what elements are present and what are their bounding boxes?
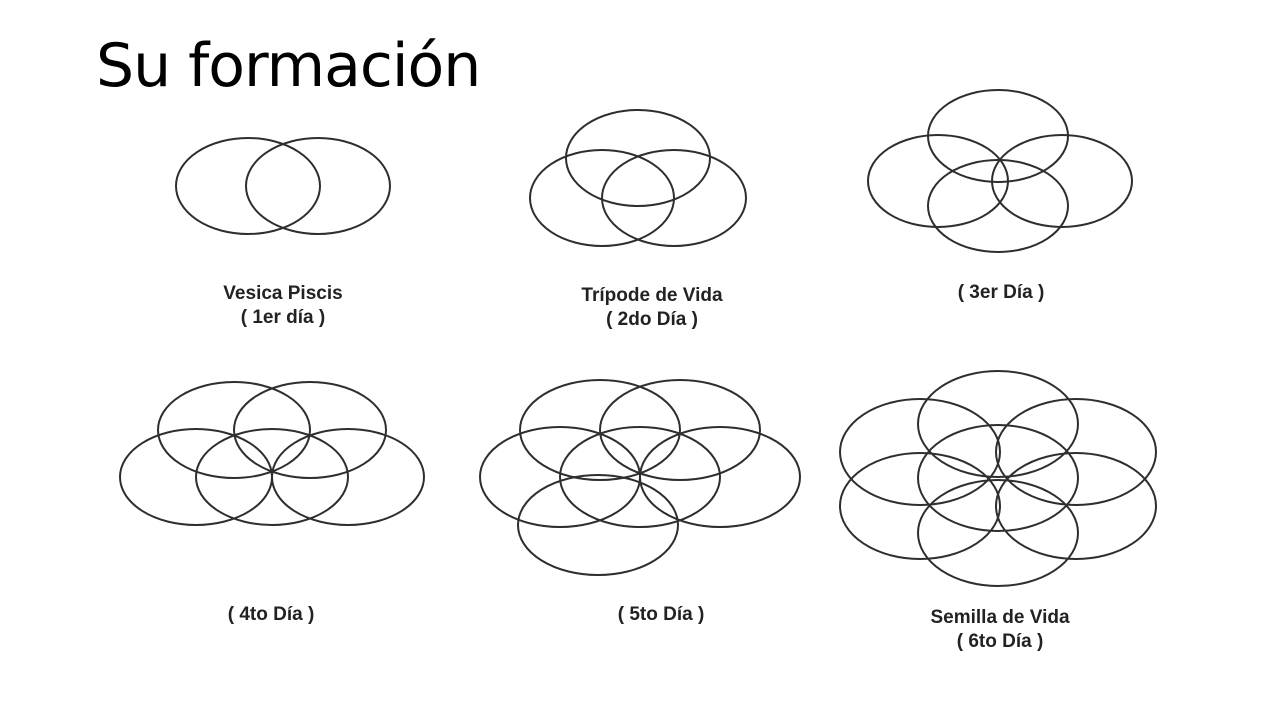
caption-line: ( 3er Día ) (957, 282, 1045, 303)
circle-5 (639, 426, 801, 528)
slide-title: Su formación (96, 31, 481, 101)
circle-4 (559, 426, 721, 528)
circle-5 (839, 452, 1001, 560)
caption-line: Trípode de Vida (581, 285, 723, 306)
circle-2 (245, 137, 391, 235)
caption-dia-4: ( 4to Día ) (228, 603, 315, 627)
caption-line: ( 6to Día ) (956, 631, 1044, 652)
circle-7 (917, 479, 1079, 587)
figure-tripode-de-vida (529, 109, 747, 247)
caption-line: ( 4to Día ) (227, 604, 315, 625)
figure-dia-5 (479, 379, 801, 576)
circle-5 (271, 428, 425, 526)
caption-line: ( 5to Día ) (617, 604, 705, 625)
figure-dia-3 (867, 89, 1133, 253)
circle-1 (917, 370, 1079, 478)
circle-1 (519, 379, 681, 481)
figure-vesica-piscis (175, 137, 391, 235)
circle-3 (995, 398, 1157, 506)
circle-2 (867, 134, 1009, 228)
circle-4 (917, 424, 1079, 532)
circle-6 (995, 452, 1157, 560)
circle-2 (839, 398, 1001, 506)
circle-3 (601, 149, 747, 247)
circle-2 (529, 149, 675, 247)
circle-4 (927, 159, 1069, 253)
circle-2 (599, 379, 761, 481)
caption-dia-5: ( 5to Día ) (618, 603, 705, 627)
caption-semilla-de-vida: Semilla de Vida ( 6to Día ) (930, 606, 1069, 654)
circle-4 (195, 428, 349, 526)
circle-6 (517, 474, 679, 576)
caption-tripode-de-vida: Trípode de Vida ( 2do Día ) (581, 284, 722, 332)
caption-vesica-piscis: Vesica Piscis ( 1er día ) (223, 282, 342, 330)
circle-1 (565, 109, 711, 207)
caption-line: Vesica Piscis (223, 283, 343, 304)
circle-1 (175, 137, 321, 235)
circle-2 (233, 381, 387, 479)
circle-3 (991, 134, 1133, 228)
figure-dia-4 (119, 381, 425, 526)
caption-line: ( 2do Día ) (606, 309, 698, 330)
caption-line: ( 1er día ) (240, 307, 326, 328)
circle-1 (157, 381, 311, 479)
caption-dia-3: ( 3er Día ) (958, 281, 1045, 305)
caption-line: Semilla de Vida (930, 607, 1070, 628)
figure-semilla-de-vida (839, 370, 1157, 587)
